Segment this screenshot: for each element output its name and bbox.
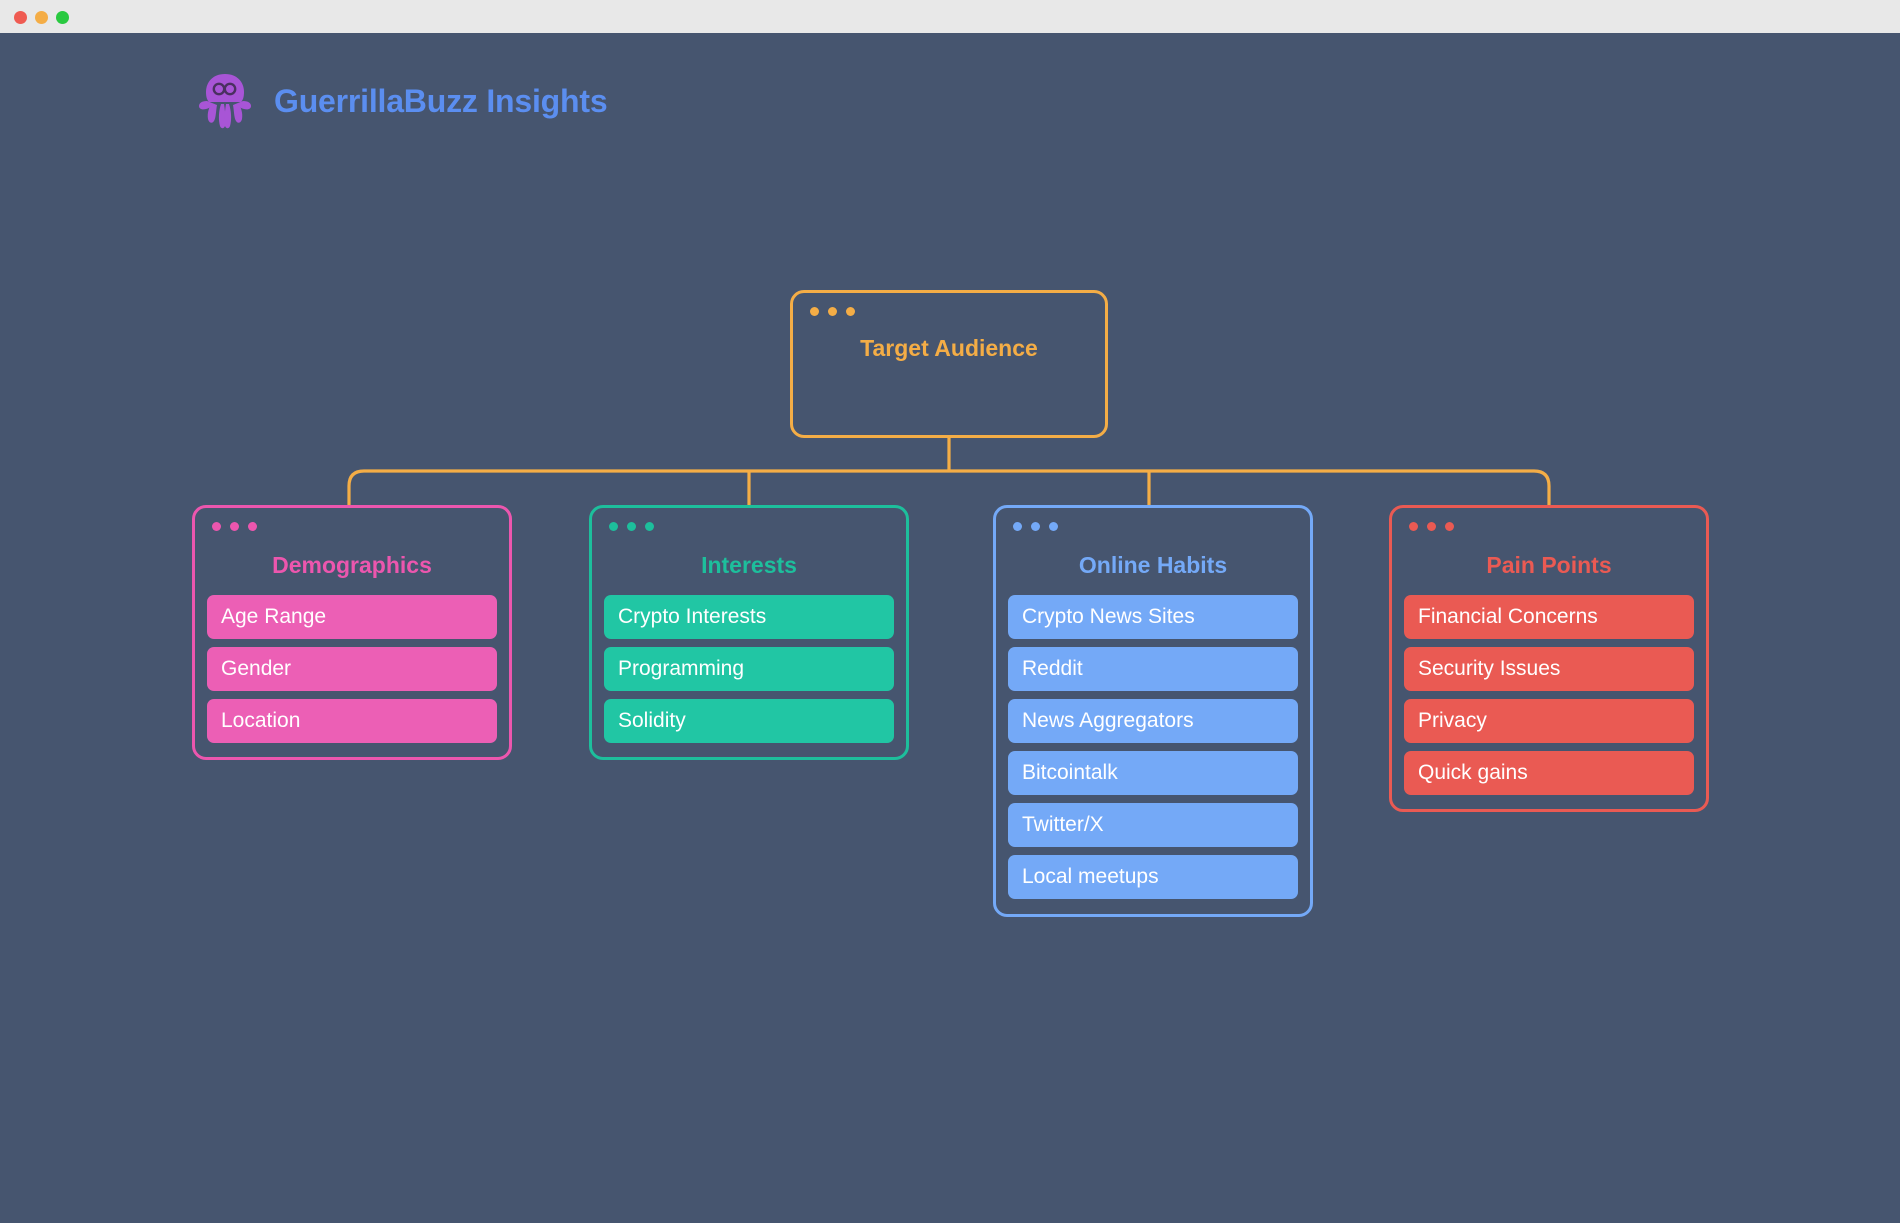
- node-interests[interactable]: Interests Crypto Interests Programming S…: [589, 505, 909, 760]
- node-title: Demographics: [272, 552, 432, 578]
- node-window-dots: [1013, 522, 1058, 531]
- brand-header: GuerrillaBuzz Insights: [198, 72, 608, 130]
- list-item[interactable]: Gender: [207, 647, 497, 691]
- list-item[interactable]: Reddit: [1008, 647, 1298, 691]
- octopus-icon: [199, 74, 251, 129]
- list-item[interactable]: Bitcointalk: [1008, 751, 1298, 795]
- node-dot-icon: [609, 522, 618, 531]
- list-item[interactable]: Crypto Interests: [604, 595, 894, 639]
- node-dot-icon: [212, 522, 221, 531]
- item-list: Financial Concerns Security Issues Priva…: [1404, 595, 1694, 795]
- node-title: Target Audience: [860, 335, 1038, 361]
- maximize-window-button[interactable]: [56, 11, 69, 24]
- node-dot-icon: [248, 522, 257, 531]
- node-window-dots: [1409, 522, 1454, 531]
- node-title: Pain Points: [1486, 552, 1612, 578]
- node-window-dots: [810, 307, 855, 316]
- node-dot-icon: [645, 522, 654, 531]
- list-item[interactable]: Financial Concerns: [1404, 595, 1694, 639]
- node-dot-icon: [1013, 522, 1022, 531]
- traffic-light-group: [14, 11, 69, 24]
- node-title: Interests: [701, 552, 797, 578]
- node-window-dots: [212, 522, 257, 531]
- node-dot-icon: [1427, 522, 1436, 531]
- list-item[interactable]: News Aggregators: [1008, 699, 1298, 743]
- connector-bus: [347, 469, 1551, 505]
- list-item[interactable]: Quick gains: [1404, 751, 1694, 795]
- node-dot-icon: [230, 522, 239, 531]
- list-item[interactable]: Twitter/X: [1008, 803, 1298, 847]
- node-window-dots: [609, 522, 654, 531]
- node-target-audience[interactable]: Target Audience: [790, 290, 1108, 438]
- node-dot-icon: [1031, 522, 1040, 531]
- node-online-habits[interactable]: Online Habits Crypto News Sites Reddit N…: [993, 505, 1313, 917]
- node-demographics[interactable]: Demographics Age Range Gender Location: [192, 505, 512, 760]
- window-titlebar: [0, 0, 1900, 33]
- node-dot-icon: [1409, 522, 1418, 531]
- node-dot-icon: [1049, 522, 1058, 531]
- item-list: Crypto News Sites Reddit News Aggregator…: [1008, 595, 1298, 899]
- list-item[interactable]: Location: [207, 699, 497, 743]
- list-item[interactable]: Age Range: [207, 595, 497, 639]
- node-dot-icon: [846, 307, 855, 316]
- list-item[interactable]: Local meetups: [1008, 855, 1298, 899]
- node-dot-icon: [627, 522, 636, 531]
- minimize-window-button[interactable]: [35, 11, 48, 24]
- node-pain-points[interactable]: Pain Points Financial Concerns Security …: [1389, 505, 1709, 812]
- app-title: GuerrillaBuzz Insights: [274, 82, 608, 119]
- node-dot-icon: [1445, 522, 1454, 531]
- list-item[interactable]: Programming: [604, 647, 894, 691]
- node-dot-icon: [828, 307, 837, 316]
- node-title: Online Habits: [1078, 552, 1228, 578]
- list-item[interactable]: Privacy: [1404, 699, 1694, 743]
- close-window-button[interactable]: [14, 11, 27, 24]
- list-item[interactable]: Security Issues: [1404, 647, 1694, 691]
- item-list: Age Range Gender Location: [207, 595, 497, 743]
- list-item[interactable]: Solidity: [604, 699, 894, 743]
- list-item[interactable]: Crypto News Sites: [1008, 595, 1298, 639]
- item-list: Crypto Interests Programming Solidity: [604, 595, 894, 743]
- node-dot-icon: [810, 307, 819, 316]
